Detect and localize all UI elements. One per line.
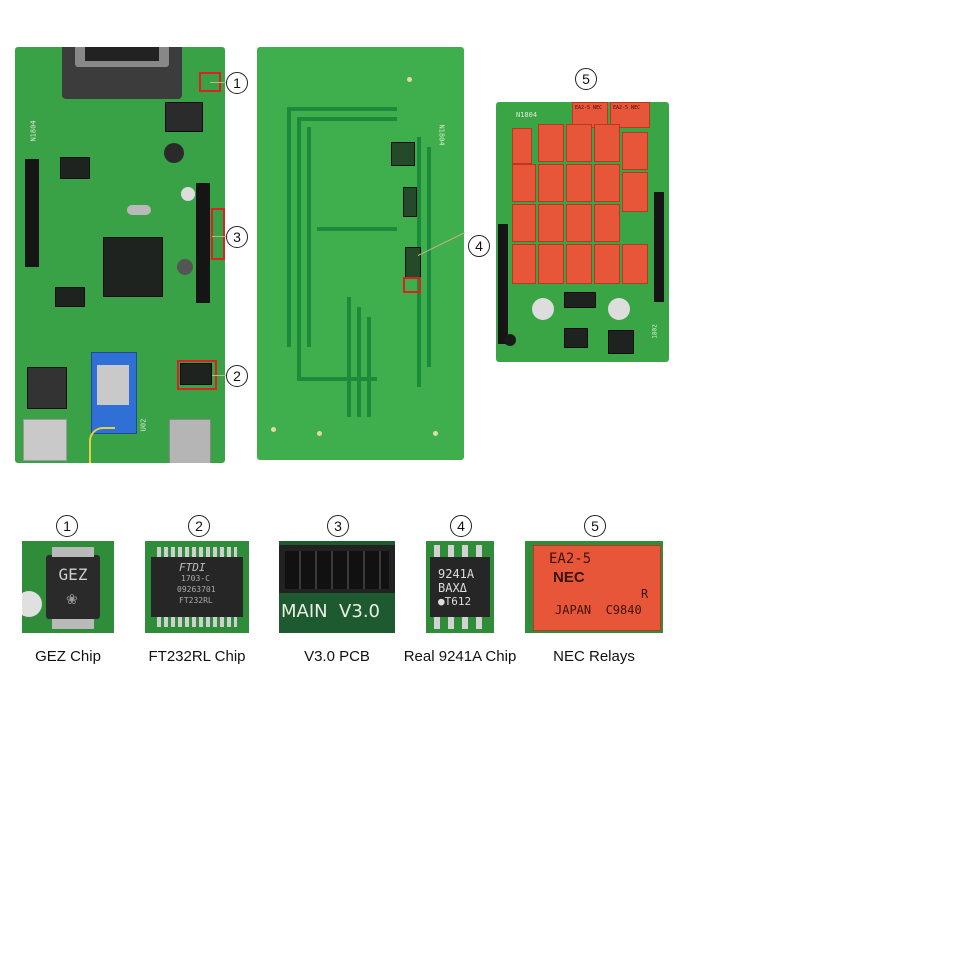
thumb-callout-3: 3 (327, 515, 349, 537)
callout-3: 3 (226, 226, 248, 248)
relay: EA2-5 NEC (610, 102, 650, 128)
highlight-9241a (403, 277, 421, 293)
caption-v30-pcb: V3.0 PCB (304, 648, 370, 665)
callout-5: 5 (575, 68, 597, 90)
mcu-chip (103, 237, 163, 297)
callout-4: 4 (468, 235, 490, 257)
highlight-ft232 (177, 360, 217, 390)
pcb-front-board: N1804 U02 (15, 47, 225, 463)
relay (512, 128, 532, 164)
silkscreen-label: N1804 (29, 120, 38, 142)
thumb-nec-relay: EA2-5 NEC R JAPAN C9840 (525, 541, 663, 633)
caption-9241a: Real 9241A Chip (403, 648, 517, 665)
thumb-9241a-chip: 9241A BAXΔ ●T612 (426, 541, 494, 633)
highlight-main-v30 (211, 208, 225, 260)
caption-nec-relays: NEC Relays (553, 648, 635, 665)
thumb-callout-5: 5 (584, 515, 606, 537)
caption-gez: GEZ Chip (35, 648, 101, 665)
pin-header-left (25, 159, 39, 267)
relay: EA2-5 NEC (572, 102, 608, 128)
pin-header-right (196, 183, 210, 303)
sd-card-slot (23, 419, 67, 461)
thumb-callout-4: 4 (450, 515, 472, 537)
usb-port (169, 419, 211, 463)
pcb-relay-board: EA2-5 NEC EA2-5 NEC N1804 1802 (496, 102, 669, 362)
thumb-callout-2: 2 (188, 515, 210, 537)
thumb-ft232rl-chip: FTDI 1703-C 09263701 FT232RL (145, 541, 249, 633)
thumb-v30-pcb: MAIN V3.0 (279, 541, 395, 633)
pcb-back-board: N1804 (257, 47, 464, 460)
ft232-chip-board (180, 363, 212, 385)
thumb-gez-chip: GEZ ❀ (22, 541, 114, 633)
caption-ft232rl: FT232RL Chip (148, 648, 246, 665)
callout-1: 1 (226, 72, 248, 94)
antenna-wire (89, 427, 115, 463)
callout-2: 2 (226, 365, 248, 387)
thumb-callout-1: 1 (56, 515, 78, 537)
